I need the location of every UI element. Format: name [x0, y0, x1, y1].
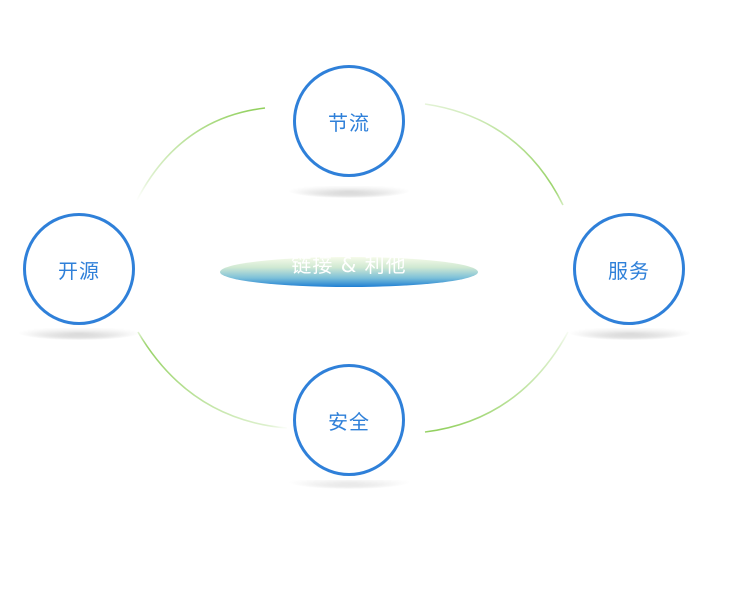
center-ellipse	[220, 257, 478, 287]
arc-top-right	[424, 103, 564, 206]
node-right-shadow	[570, 326, 690, 340]
center-label: 链接 & 利他	[291, 253, 407, 277]
arc-bottom-left	[137, 331, 288, 429]
node-right-label: 服务	[608, 258, 650, 283]
node-left-shadow	[19, 326, 139, 340]
node-right[interactable]: 服务	[573, 213, 685, 325]
node-left[interactable]: 开源	[23, 213, 135, 325]
node-left-label: 开源	[58, 258, 100, 283]
arc-bottom-right	[424, 331, 569, 433]
node-top-shadow	[289, 184, 409, 198]
arc-top-left	[136, 107, 266, 201]
node-bottom-label: 安全	[328, 409, 370, 434]
node-top-label: 节流	[328, 110, 370, 135]
node-top[interactable]: 节流	[293, 65, 405, 177]
node-bottom[interactable]: 安全	[293, 364, 405, 476]
center-hub: 链接 & 利他	[220, 253, 478, 287]
